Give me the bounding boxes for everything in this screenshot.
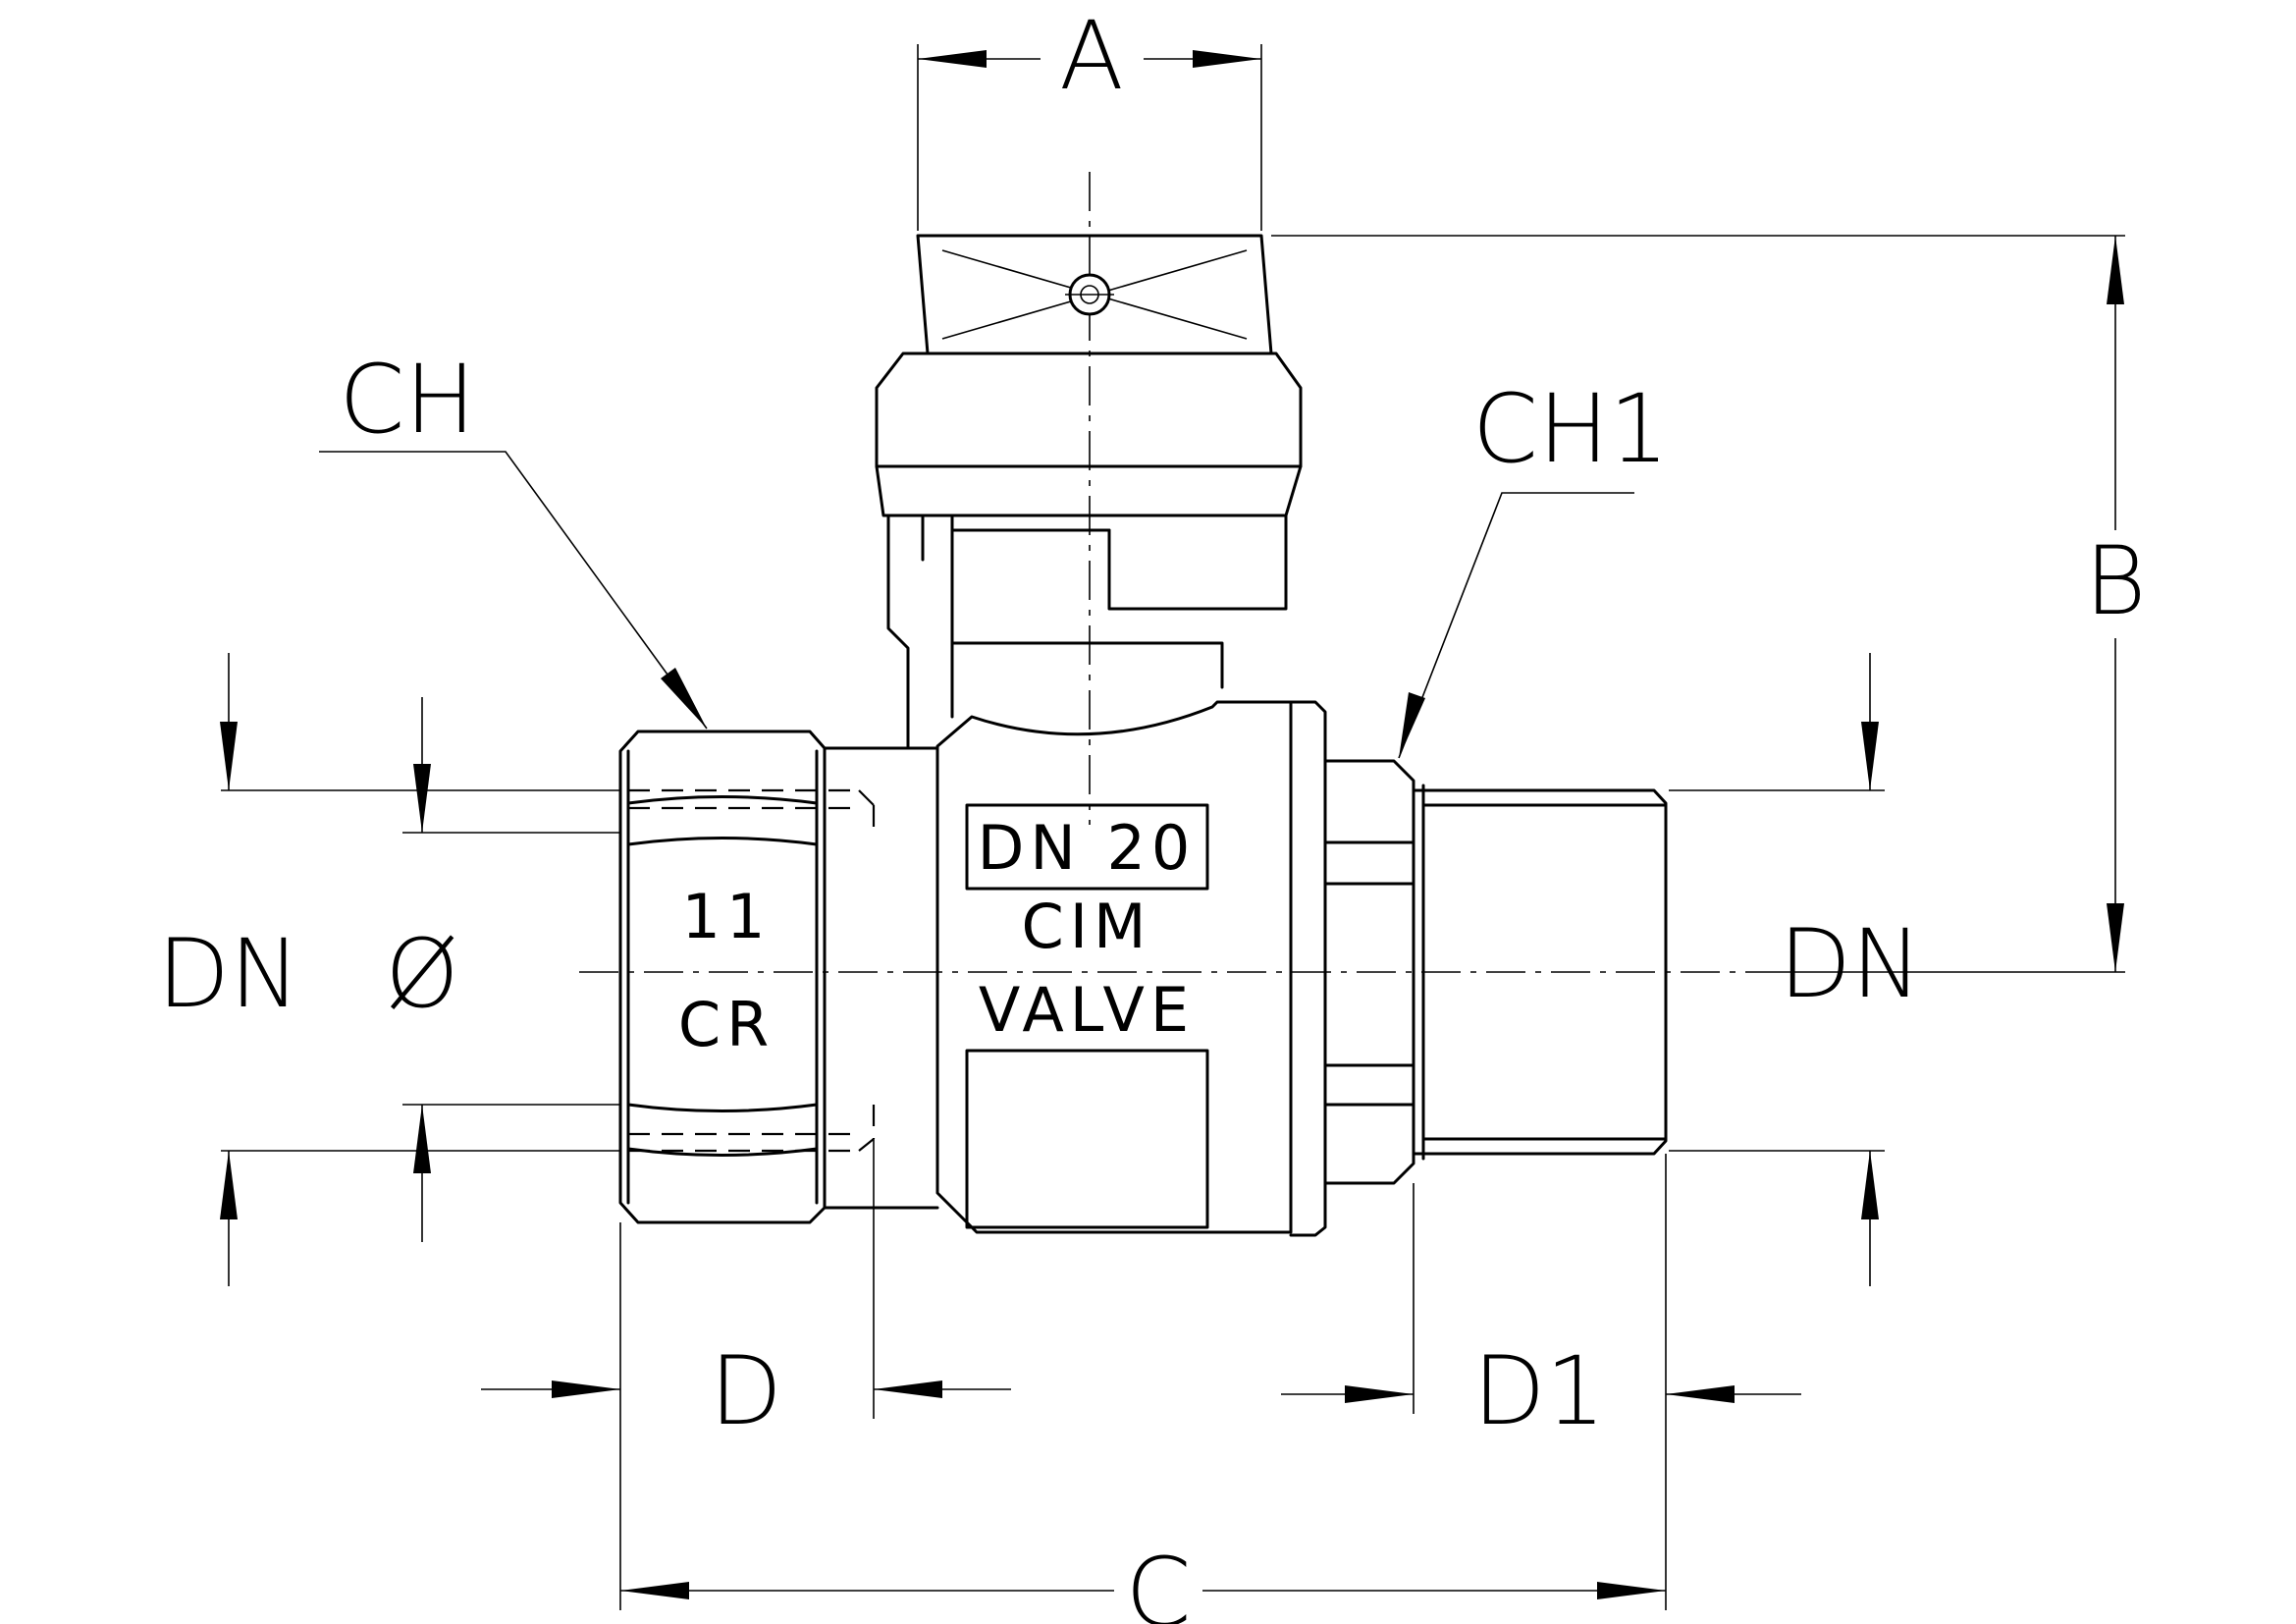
dimension-label-b: B bbox=[2085, 526, 2147, 636]
dimension-label-c: C bbox=[1125, 1538, 1191, 1624]
label-ch: CH bbox=[339, 345, 475, 455]
handle-cap bbox=[875, 234, 1303, 748]
label-diameter: Ø bbox=[385, 919, 459, 1029]
marking-logo: CR bbox=[678, 989, 774, 1060]
dimension-label-d1: D1 bbox=[1473, 1336, 1606, 1446]
marking-type: VALVE bbox=[979, 974, 1195, 1046]
valve-body bbox=[935, 700, 1327, 1237]
dimension-lines bbox=[220, 44, 2125, 1610]
left-hex-nut bbox=[618, 730, 939, 1224]
label-dn-left: DN bbox=[157, 919, 300, 1029]
marking-size: DN 20 bbox=[978, 812, 1197, 884]
center-lines bbox=[579, 172, 1767, 973]
dimension-label-a: A bbox=[1059, 1, 1124, 111]
label-ch1: CH1 bbox=[1472, 374, 1669, 484]
right-hex-and-thread bbox=[1323, 759, 1668, 1185]
marking-nut-number: 11 bbox=[682, 881, 772, 952]
dimension-label-d: D bbox=[710, 1336, 782, 1446]
label-dn-right: DN bbox=[1779, 909, 1922, 1019]
marking-brand: CIM bbox=[1021, 891, 1151, 962]
